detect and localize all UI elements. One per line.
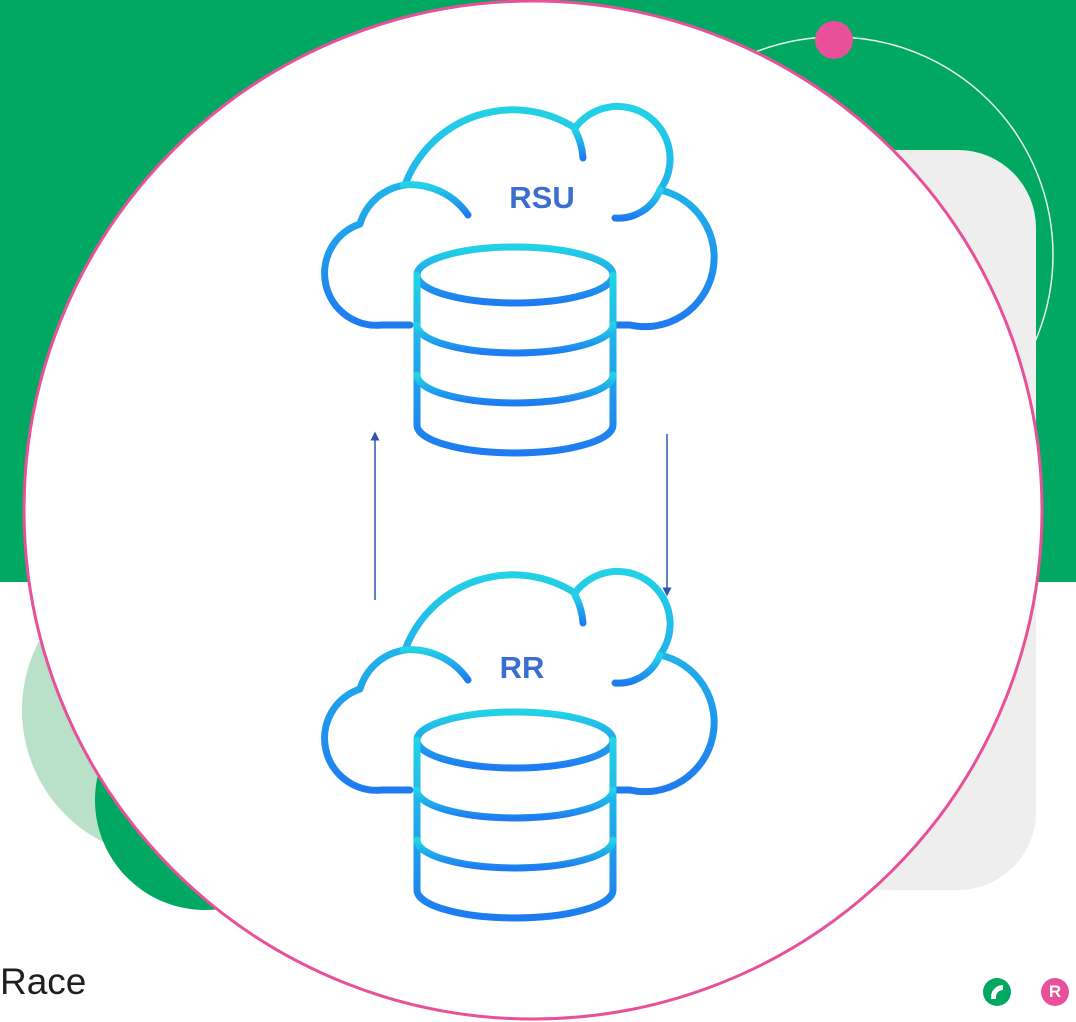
leaf-logo-icon bbox=[983, 978, 1011, 1006]
cloud-icon bbox=[321, 567, 718, 796]
pink-dot bbox=[815, 21, 853, 59]
database-icon bbox=[413, 708, 617, 922]
cloud-icon bbox=[321, 102, 718, 331]
rr-node bbox=[321, 567, 718, 922]
rr-label: RR bbox=[500, 650, 545, 685]
main-circle bbox=[22, 0, 1044, 1021]
r-logo-icon: R bbox=[1041, 978, 1069, 1006]
rsu-node bbox=[321, 102, 718, 457]
database-icon bbox=[413, 243, 617, 457]
slide-partial-text: Race bbox=[0, 961, 87, 1002]
rsu-label: RSU bbox=[509, 180, 574, 215]
